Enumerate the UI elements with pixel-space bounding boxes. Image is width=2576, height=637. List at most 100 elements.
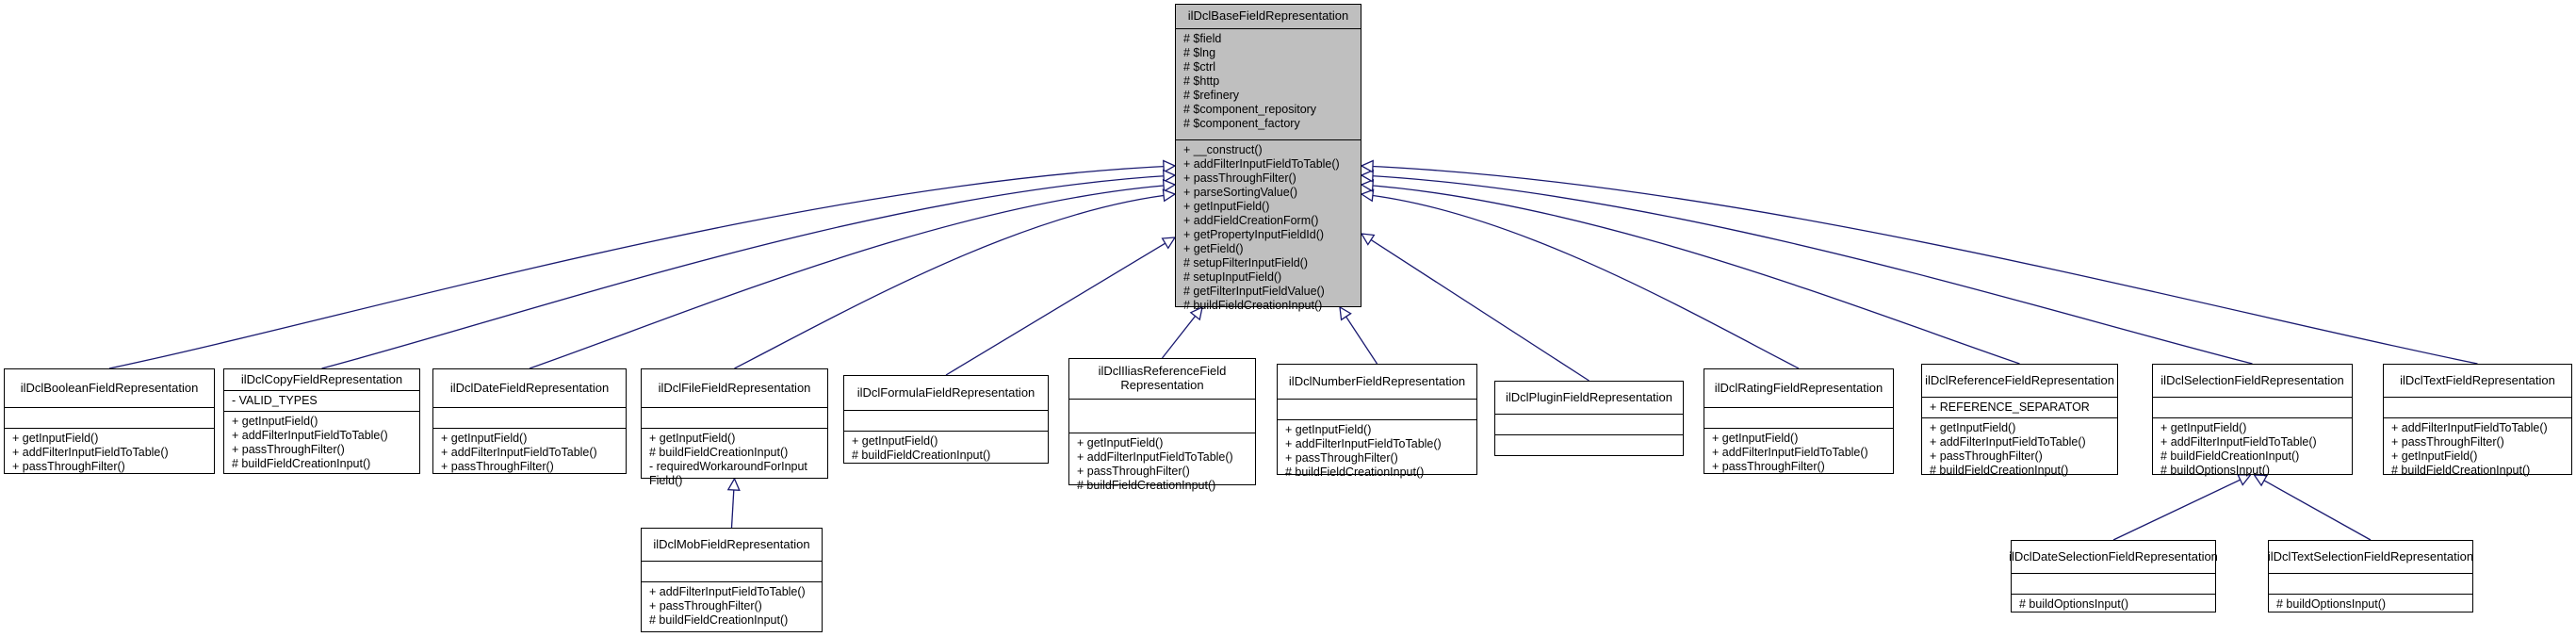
class-operations: + getInputField()+ addFilterInputFieldTo… xyxy=(1278,419,1476,483)
class-ilDclBooleanFieldRepresentation: ilDclBooleanFieldRepresentation+ getInpu… xyxy=(4,368,215,474)
class-member: # buildFieldCreationInput() xyxy=(852,449,991,462)
class-ilDclTextFieldRepresentation: ilDclTextFieldRepresentation+ addFilterI… xyxy=(2383,364,2572,477)
class-title: ilDclSelectionFieldRepresentation xyxy=(2160,372,2344,387)
class-member: + addFilterInputFieldToTable() xyxy=(441,446,597,459)
class-title: ilDclIliasReferenceField Representation xyxy=(1098,364,1227,392)
class-member: # $http xyxy=(1183,74,1220,88)
class-member: # buildFieldCreationInput() xyxy=(1285,466,1425,479)
class-title: ilDclBaseFieldRepresentation xyxy=(1187,8,1349,23)
class-member: - requiredWorkaroundForInput xyxy=(649,460,807,473)
class-member: # $component_factory xyxy=(1183,117,1300,130)
class-member: + addFilterInputFieldToTable() xyxy=(649,585,806,598)
generalization-arrowhead xyxy=(1162,178,1177,192)
generalization-arrowhead xyxy=(1339,305,1352,321)
class-member: # $lng xyxy=(1183,46,1216,59)
edge-boolean-to-base xyxy=(108,165,1176,369)
class-member: + addFilterInputFieldToTable() xyxy=(1285,437,1442,450)
edge-reference-to-base xyxy=(1361,184,2020,365)
class-member: + getInputField() xyxy=(649,432,736,445)
class-attributes xyxy=(1069,399,1255,433)
class-attributes xyxy=(844,410,1048,431)
class-attributes xyxy=(5,407,214,428)
class-ilDclFileFieldRepresentation: ilDclFileFieldRepresentation+ getInputFi… xyxy=(641,368,828,487)
class-attributes xyxy=(1495,414,1683,434)
class-member: - VALID_TYPES xyxy=(232,394,318,407)
class-member: + getPropertyInputFieldId() xyxy=(1183,228,1325,241)
class-operations: + __construct()+ addFilterInputFieldToTa… xyxy=(1176,139,1361,317)
class-operations: + getInputField()+ addFilterInputFieldTo… xyxy=(1922,417,2117,482)
class-attributes: - VALID_TYPES xyxy=(224,390,419,411)
class-member: + getInputField() xyxy=(232,415,318,428)
class-member: # buildFieldCreationInput() xyxy=(649,613,789,627)
class-member: + REFERENCE_SEPARATOR xyxy=(1930,400,2090,414)
class-ilDclFormulaFieldRepresentation: ilDclFormulaFieldRepresentation+ getInpu… xyxy=(843,375,1049,464)
class-member: + passThroughFilter() xyxy=(1183,172,1296,185)
class-member: + getInputField() xyxy=(1077,436,1164,449)
class-ilDclReferenceFieldRepresentation: ilDclReferenceFieldRepresentation + REFER… xyxy=(1921,364,2118,477)
class-member: + addFilterInputFieldToTable() xyxy=(1183,157,1340,171)
generalization-arrowhead xyxy=(1162,188,1177,203)
class-member: + getInputField() xyxy=(2391,449,2478,463)
class-member: + addFilterInputFieldToTable() xyxy=(2160,435,2317,449)
class-member: + addFilterInputFieldToTable() xyxy=(1712,446,1868,459)
class-member: + parseSortingValue() xyxy=(1183,186,1298,199)
class-operations: + getInputField()+ addFilterInputFieldTo… xyxy=(2153,417,2352,482)
generalization-arrowhead xyxy=(1360,169,1375,183)
class-member: + addFilterInputFieldToTable() xyxy=(1077,450,1233,464)
class-member: + passThroughFilter() xyxy=(1285,451,1398,465)
class-attributes xyxy=(2269,573,2472,594)
class-member: + getInputField() xyxy=(1183,200,1270,213)
class-ilDclRatingFieldRepresentation: ilDclRatingFieldRepresentation+ getInput… xyxy=(1704,368,1894,474)
generalization-arrowhead xyxy=(1360,159,1374,173)
generalization-arrowhead xyxy=(1163,159,1177,173)
class-member: + passThroughFilter() xyxy=(1077,465,1190,478)
class-member: # buildOptionsInput() xyxy=(2019,597,2129,611)
class-member: + getField() xyxy=(1183,242,1244,255)
class-member: + getInputField() xyxy=(1285,423,1372,436)
class-member: # buildFieldCreationInput() xyxy=(2160,449,2300,463)
class-member: + getInputField() xyxy=(1712,432,1799,445)
class-member: # setupInputField() xyxy=(1183,270,1282,284)
class-title: ilDclDateFieldRepresentation xyxy=(449,380,610,395)
class-member: # $ctrl xyxy=(1183,60,1216,74)
class-member: + getInputField() xyxy=(12,432,99,445)
class-attributes xyxy=(433,407,626,428)
class-attributes xyxy=(2153,397,2352,417)
class-ilDclDateFieldRepresentation: ilDclDateFieldRepresentation + getInputFi… xyxy=(432,368,627,474)
class-ilDclMobFieldRepresentation: ilDclMobFieldRepresentation + addFilterIn… xyxy=(641,528,823,632)
edge-selection-to-base xyxy=(1361,174,2253,365)
class-member: + getInputField() xyxy=(2160,421,2247,434)
class-member: + passThroughFilter() xyxy=(1930,449,2043,463)
class-title: ilDclNumberFieldRepresentation xyxy=(1288,373,1466,388)
class-ilDclNumberFieldRepresentation: ilDclNumberFieldRepresentation + getInput… xyxy=(1277,364,1477,479)
class-title: ilDclMobFieldRepresentation xyxy=(653,536,810,551)
class-member: # getFilterInputFieldValue() xyxy=(1183,285,1325,298)
class-member: + addFilterInputFieldToTable() xyxy=(2391,421,2548,434)
class-member: # buildFieldCreationInput() xyxy=(649,446,789,459)
class-attributes xyxy=(642,561,822,581)
class-member: # $field xyxy=(1183,32,1222,45)
generalization-arrowhead xyxy=(1189,305,1203,321)
class-operations: + getInputField()+ addFilterInputFieldTo… xyxy=(1069,433,1255,497)
class-attributes xyxy=(1278,399,1476,419)
class-title: ilDclReferenceFieldRepresentation xyxy=(1925,372,2114,387)
generalization-arrowhead xyxy=(1360,188,1375,203)
class-ilDclSelectionFieldRepresentation: ilDclSelectionFieldRepresentation + getIn… xyxy=(2152,364,2353,477)
class-ilDclTextSelectionFieldRepresentation: ilDclTextSelectionFieldRepresentation# b… xyxy=(2268,540,2473,612)
class-title: ilDclCopyFieldRepresentation xyxy=(240,371,403,386)
generalization-arrowhead xyxy=(1360,178,1375,192)
class-attributes xyxy=(1704,407,1893,428)
class-member: # buildFieldCreationInput() xyxy=(1930,464,2069,477)
generalization-arrowhead xyxy=(1161,237,1177,250)
class-member: + addFilterInputFieldToTable() xyxy=(232,429,388,442)
class-title: ilDclTextSelectionFieldRepresentation xyxy=(2267,548,2474,564)
class-member: # buildOptionsInput() xyxy=(2160,464,2271,477)
edge-dateselection-to-selection xyxy=(2112,474,2251,541)
class-member: + passThroughFilter() xyxy=(1712,460,1825,473)
edge-textselection-to-selection xyxy=(2254,474,2372,541)
class-member: + addFilterInputFieldToTable() xyxy=(12,446,169,459)
class-ilDclBaseFieldRepresentation: ilDclBaseFieldRepresentation # $field# $… xyxy=(1175,4,1361,312)
class-member: + passThroughFilter() xyxy=(2391,435,2504,449)
class-member: + getInputField() xyxy=(441,432,528,445)
